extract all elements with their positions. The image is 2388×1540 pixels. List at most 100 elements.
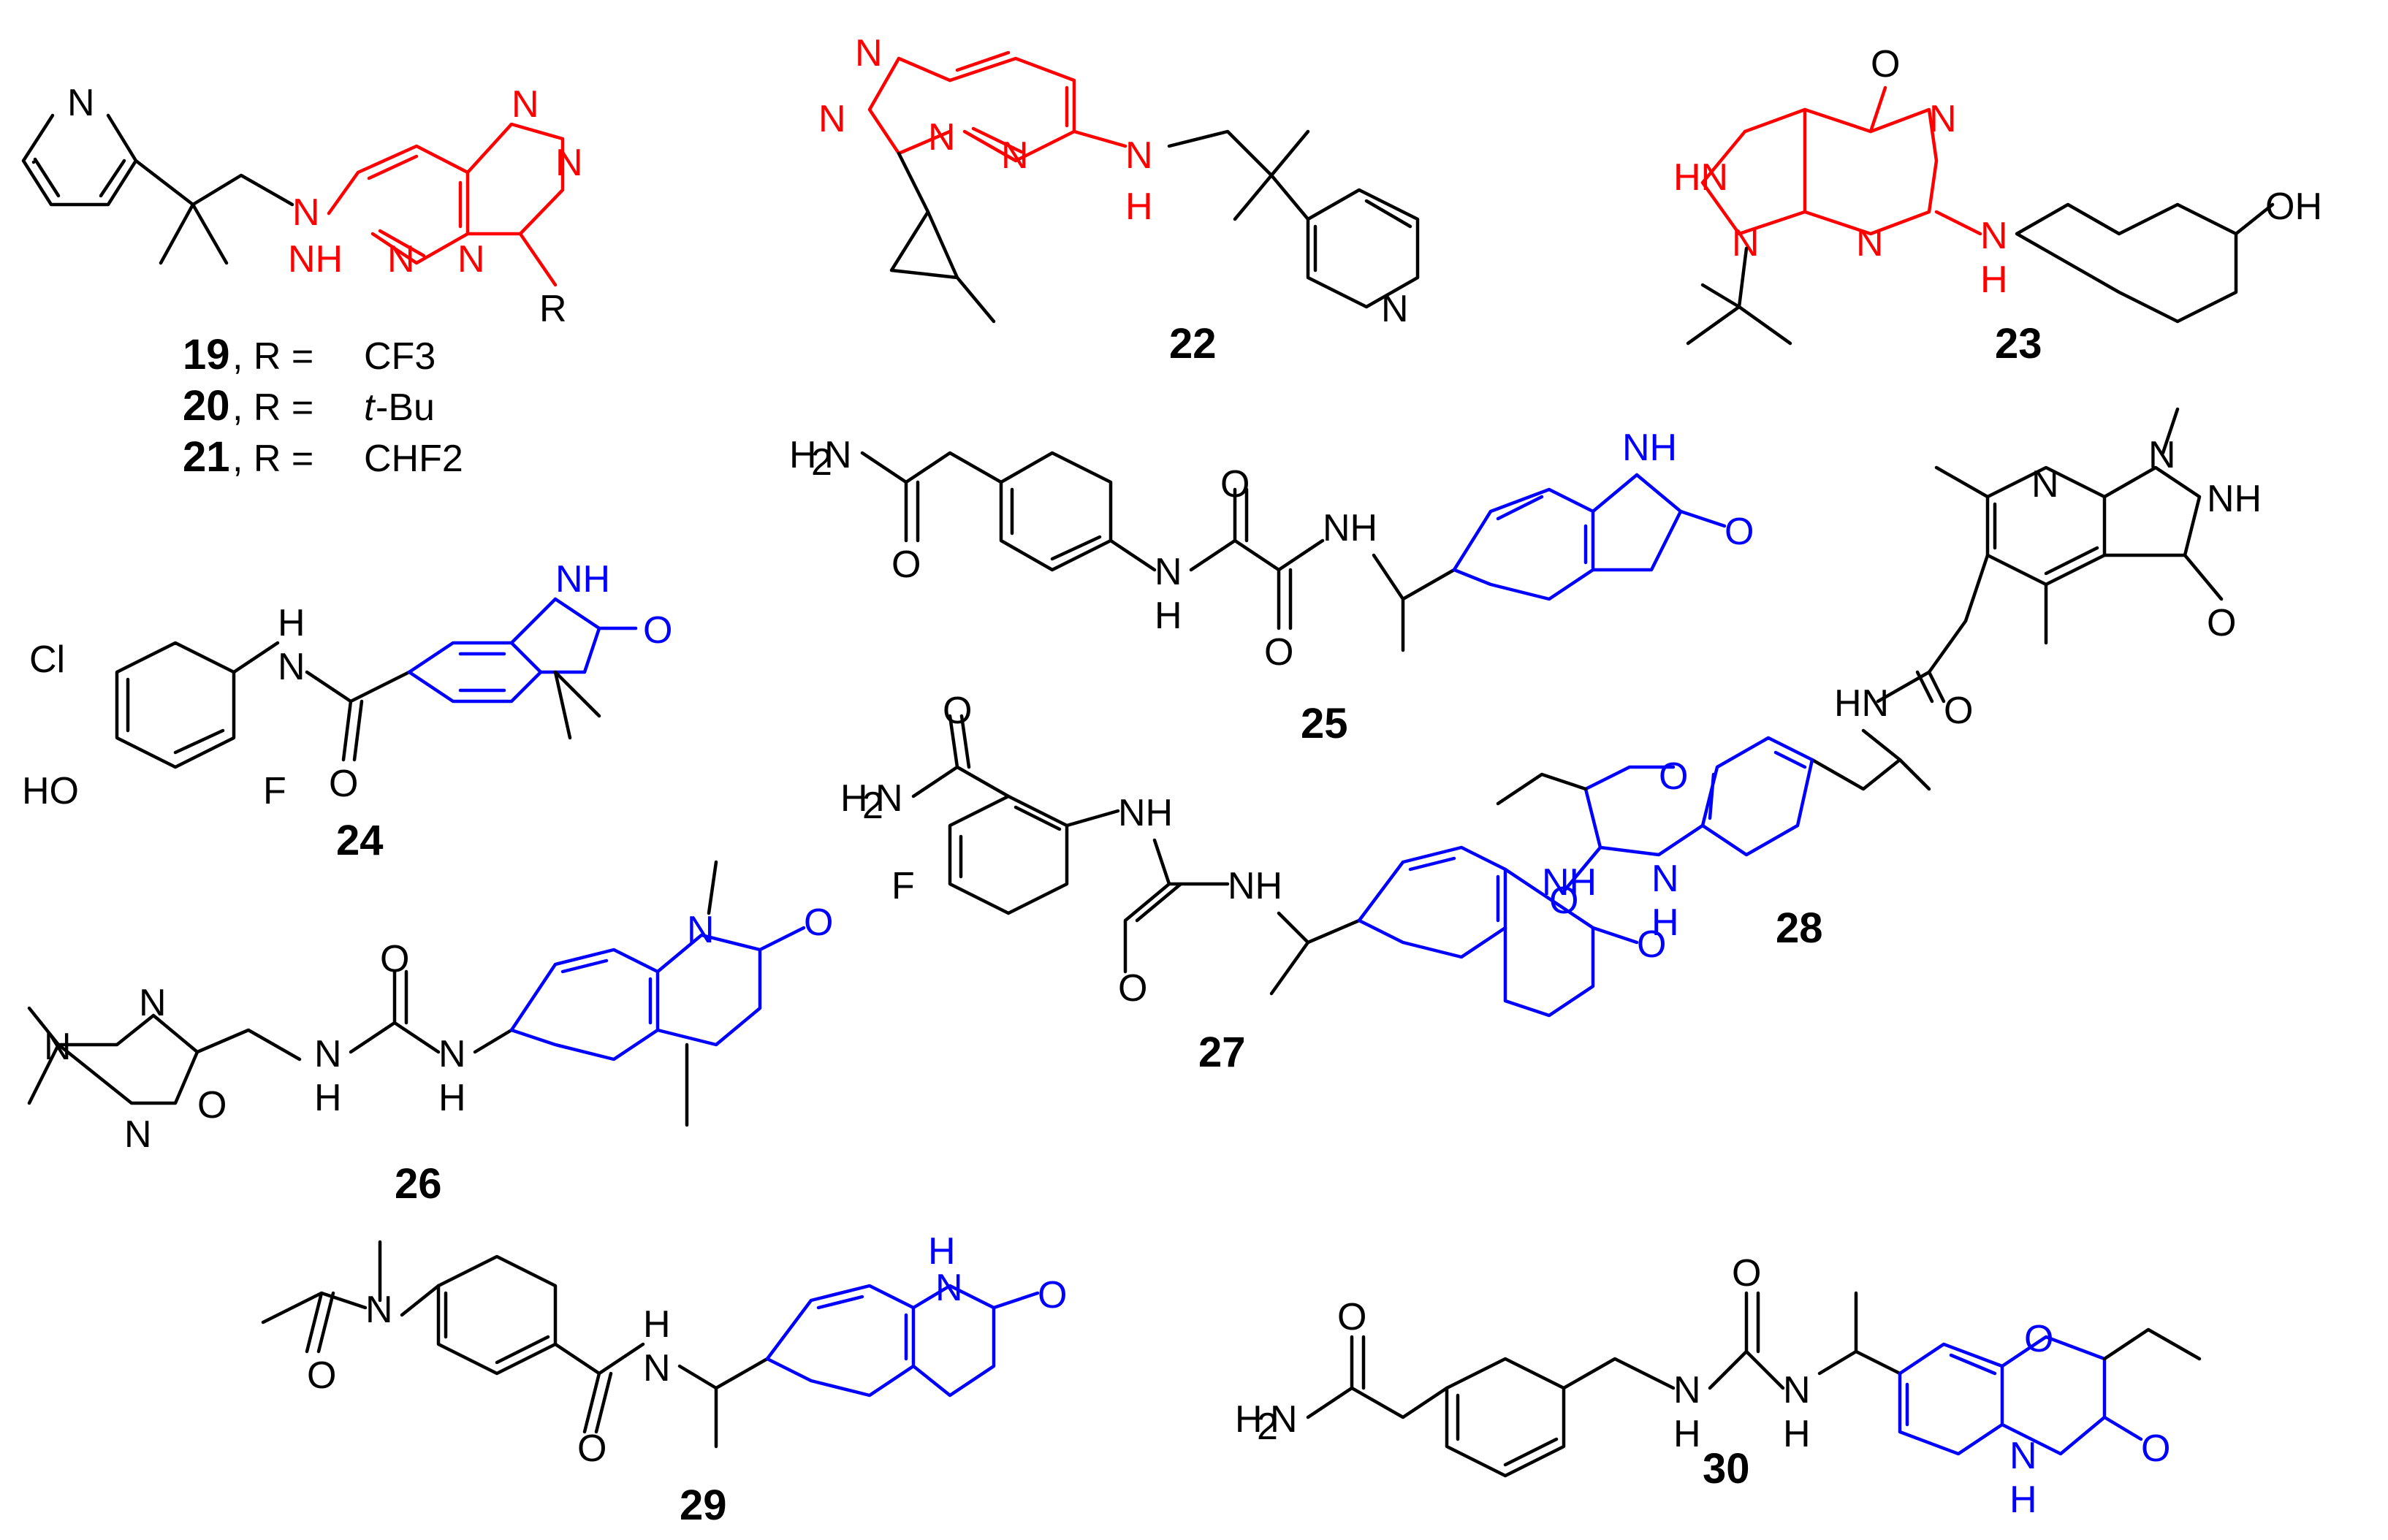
nh-h-23: H	[1980, 259, 2008, 301]
oxazine-h-28: H	[1651, 901, 1679, 944]
acetamide-hn-28: HN	[1834, 682, 1889, 725]
urea-h1-30: H	[1673, 1413, 1701, 1455]
nh-h-22: H	[1125, 186, 1153, 228]
amide-h2n-sub-30: 2	[1257, 1406, 1278, 1448]
compound-19-21-captions: 19 , R = CF3 20 , R = t -Bu 21 , R = CHF…	[183, 331, 463, 481]
oxazine-n-30: N	[2009, 1435, 2037, 1477]
r-eq-21: , R =	[232, 438, 313, 480]
r-value-21: CHF2	[364, 438, 463, 480]
fluoro-27: F	[891, 865, 915, 907]
hydroxyl-23: OH	[2265, 186, 2322, 228]
urea-h1-26: H	[314, 1077, 342, 1119]
nh-n-23: N	[1980, 215, 2008, 257]
pyrimidine-n-a: N	[1929, 98, 1957, 140]
compound-number-23: 23	[1995, 320, 2042, 367]
oxadiazole-o-26: O	[197, 1084, 227, 1127]
r-value-20-prefix: t	[364, 386, 376, 429]
urea-o-30: O	[1732, 1252, 1761, 1295]
lactam-o-27: O	[1637, 923, 1666, 966]
compound-number-24: 24	[336, 817, 384, 864]
compound-25-structure: H 2 N O N H O O NH NH O	[789, 427, 1754, 674]
compound-19-21-structure: N NH N N N N N R	[21, 82, 583, 330]
lactam-o-29: O	[1038, 1274, 1067, 1316]
compound-26-structure: N N N O N H O N H N O	[27, 860, 833, 1156]
pyrazole-nh-28: NH	[2207, 478, 2262, 520]
r-group-label: R	[539, 288, 567, 330]
urea-n1-26: N	[314, 1033, 342, 1075]
oxalamide-h1-25: H	[1155, 595, 1182, 637]
acetyl-o-29: O	[307, 1354, 336, 1397]
urea-nh-27: NH	[1118, 792, 1173, 834]
amide-o-24: O	[329, 763, 358, 805]
lactam-n-29: N	[935, 1267, 963, 1309]
amide-h2n-sub-27: 2	[862, 785, 883, 827]
urea-n2-30: N	[1783, 1369, 1811, 1411]
compound-number-21: 21	[183, 433, 230, 481]
compound-number-28: 28	[1776, 904, 1823, 952]
lactam-o-24: O	[643, 609, 672, 652]
amide-nh-n-24: N	[278, 646, 305, 688]
hydroxy-24: HO	[22, 770, 79, 812]
compound-number-30: 30	[1703, 1445, 1750, 1493]
amide-h2n-n-27: N	[875, 777, 903, 820]
oxazine-carbonyl-o-28: O	[1549, 880, 1578, 922]
urea-n1-30: N	[1673, 1369, 1701, 1411]
amine-nh-label: NH	[288, 238, 343, 281]
compound-23-structure: O N N HN N N H OH	[1673, 43, 2322, 346]
lactam-o-26: O	[804, 901, 833, 944]
oxadiazole-n2-26: N	[124, 1113, 152, 1156]
pyridine-n-label: N	[67, 82, 95, 124]
carbonyl-o-23: O	[1871, 43, 1900, 85]
r-eq-19: , R =	[232, 335, 313, 378]
pyrazolone-o-28: O	[2207, 602, 2236, 644]
oxalamide-nh-25: NH	[1323, 507, 1377, 549]
benzamide-n-29: N	[643, 1347, 671, 1390]
compound-number-19: 19	[183, 331, 230, 378]
compound-number-29: 29	[680, 1482, 727, 1529]
compound-30-structure: H 2 N O N H O N H O N H O	[1235, 1252, 2202, 1521]
triazole-n-b: N	[818, 98, 846, 140]
oxalamide-o1-25: O	[1220, 463, 1250, 506]
pyrazole-hn: HN	[1673, 156, 1728, 199]
compound-24-structure: Cl HO F H N O NH O	[22, 558, 672, 812]
lactam-nh-25: NH	[1622, 427, 1677, 469]
compound-number-27: 27	[1198, 1029, 1246, 1076]
urea-o-27: O	[1118, 967, 1147, 1010]
nh-n-22: N	[1125, 134, 1153, 177]
compound-22-structure: N N N N N H N	[818, 32, 1420, 330]
triazole-n-c: N	[928, 116, 956, 159]
pyrazole-n-28: N	[2148, 434, 2176, 476]
oxazine-nh-28: N	[1651, 858, 1679, 900]
oxazine-o-30: O	[2024, 1318, 2053, 1360]
triazole-n2-label: N	[555, 142, 583, 184]
oxalamide-o2-25: O	[1264, 631, 1293, 674]
benzamide-h-29: H	[643, 1303, 671, 1346]
amide-h2n-h-27: H	[840, 777, 868, 820]
bridgehead-n-label: N	[457, 238, 485, 281]
fluoro-24: F	[263, 770, 286, 812]
dimethylamino-n-26: N	[44, 1026, 72, 1068]
urea-nh2-27: NH	[1228, 865, 1282, 907]
r-value-20: -Bu	[376, 386, 435, 429]
compound-29-structure: O N O H N H N O	[261, 1230, 1067, 1470]
amide-h2n-n-25: N	[824, 434, 852, 476]
oxalamide-n1-25: N	[1155, 551, 1182, 593]
urea-o-26: O	[380, 938, 409, 980]
oxazine-o-28: O	[1659, 755, 1688, 798]
oxazine-h-30: H	[2009, 1479, 2037, 1521]
urea-h2-26: H	[438, 1077, 466, 1119]
amide-h2n-n-30: N	[1270, 1398, 1298, 1441]
acetamide-o-28: O	[1944, 690, 1973, 732]
amide-h2n-h-25: H	[789, 434, 817, 476]
pyridine-n-28: N	[2031, 463, 2059, 506]
amide-o-27: O	[943, 690, 972, 732]
urea-h2-30: H	[1783, 1413, 1811, 1455]
triazole-n-a: N	[855, 32, 883, 75]
urea-n2-26: N	[438, 1033, 466, 1075]
compound-number-22: 22	[1169, 320, 1217, 367]
compound-27-structure: H 2 N O F NH O NH NH O	[840, 690, 1666, 1018]
pyridazine-n: N	[1001, 134, 1029, 177]
r-eq-20: , R =	[232, 386, 313, 429]
amide-h2n-sub-25: 2	[811, 441, 832, 484]
